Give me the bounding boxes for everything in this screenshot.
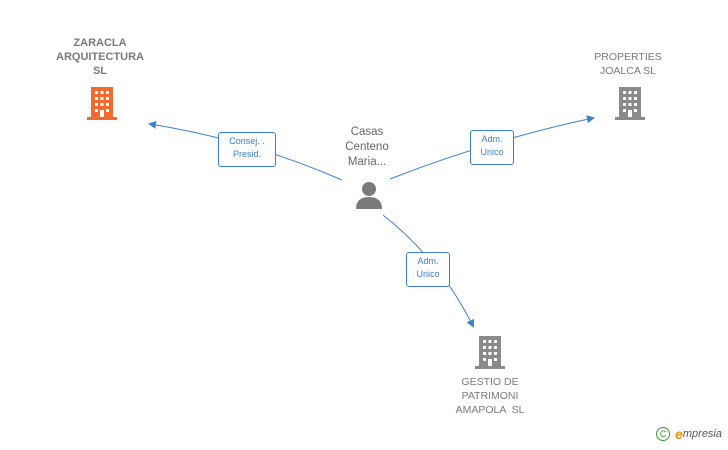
copyright-icon: C xyxy=(656,427,671,441)
label-line: Casas xyxy=(350,126,384,138)
role-line: Presid. xyxy=(232,149,261,159)
role-badge-properties[interactable]: Adm. Unico xyxy=(470,130,514,165)
label-line: AMAPOLA SL xyxy=(455,404,525,416)
building-icon[interactable] xyxy=(474,334,506,370)
company-label-properties[interactable]: PROPERTIES JOALCA SL xyxy=(578,50,678,78)
role-line: Unico xyxy=(480,147,504,157)
role-line: Consej. . xyxy=(229,136,265,146)
building-icon[interactable] xyxy=(86,85,118,121)
label-line: PATRIMONI xyxy=(461,390,519,402)
building-icon[interactable] xyxy=(614,85,646,121)
person-icon[interactable] xyxy=(354,180,384,210)
label-line: JOALCA SL xyxy=(599,65,657,77)
role-badge-zaracla[interactable]: Consej. . Presid. xyxy=(218,132,276,167)
role-badge-gestio[interactable]: Adm. Unico xyxy=(406,252,450,287)
brand-name: mpresia xyxy=(682,428,722,440)
role-line: Adm. xyxy=(481,134,503,144)
role-line: Unico xyxy=(416,269,440,279)
label-line: ARQUITECTURA xyxy=(56,51,144,63)
label-line: SL xyxy=(92,65,108,77)
role-line: Adm. xyxy=(417,256,439,266)
label-line: PROPERTIES xyxy=(594,51,662,63)
label-line: Centeno xyxy=(345,141,389,153)
company-label-zaracla[interactable]: ZARACLA ARQUITECTURA SL xyxy=(40,36,160,78)
company-label-gestio[interactable]: GESTIO DE PATRIMONI AMAPOLA SL xyxy=(438,375,542,417)
label-line: Maria... xyxy=(347,156,387,168)
label-line: ZARACLA xyxy=(73,37,127,49)
brand-first-letter: e xyxy=(675,426,683,442)
label-line: GESTIO DE xyxy=(461,376,519,388)
person-label[interactable]: Casas Centeno Maria... xyxy=(327,125,407,170)
